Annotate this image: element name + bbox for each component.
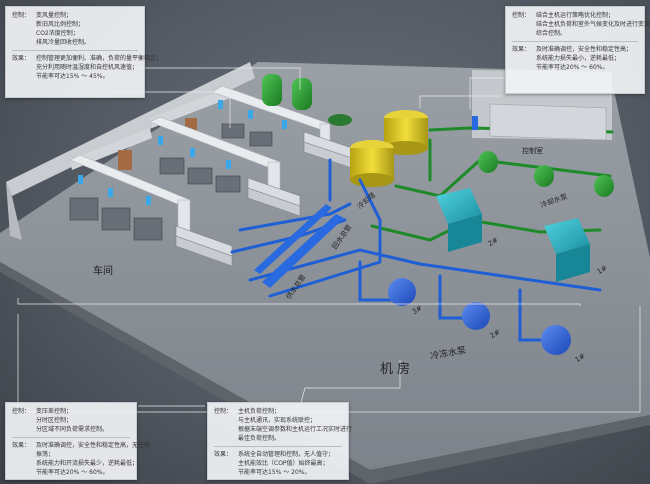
cooling-water-pumps xyxy=(328,114,614,197)
cooling-towers xyxy=(350,110,428,187)
note-line: 节能率可达15% ～ 20%。 xyxy=(238,469,311,476)
note-line: 分时区控制； xyxy=(36,417,73,424)
left-wall xyxy=(6,182,22,240)
chillers xyxy=(436,188,590,282)
note-air-system: 控制： 变风量控制； 新旧风比例控制； CO2浓度控制； 排风冷量回收控制。 效果… xyxy=(5,6,162,98)
air-diffusers xyxy=(78,100,287,205)
note-line: 变压差控制； xyxy=(36,408,73,415)
note-line: 新旧风比例控制； xyxy=(36,21,85,28)
main-headers xyxy=(254,204,344,288)
note-line: 振荡； xyxy=(36,451,55,458)
partition-wall xyxy=(150,88,230,128)
note-line: 结合主机运行策略优化控制； xyxy=(536,12,615,19)
note-line: 控制管理更加便利、准确，负荷的量平衡稳定； xyxy=(36,55,163,62)
note-cooling-system: 控制： 结合主机运行策略优化控制； 结合主机负荷和室外气候变化及时进行变流量等 综… xyxy=(505,6,650,94)
note-line: 变风量控制； xyxy=(36,12,73,19)
note-chiller-control: 控制： 主机负荷控制； 与主机通讯，实现系统联控； 根据末端空调参数和主机运行工况… xyxy=(207,402,353,480)
note-line: 节能率可达20% ～ 60%。 xyxy=(536,64,609,71)
label-control-room: 控制室 xyxy=(522,147,543,155)
note-key: 控制： xyxy=(512,12,531,19)
label-machine-room: 机房 xyxy=(380,362,415,377)
note-line: 主机能效比（COP值）始终最高； xyxy=(238,460,329,467)
control-room xyxy=(472,103,607,141)
note-line: 结合主机负荷和室外气候变化及时进行变流量等 xyxy=(536,21,650,28)
back-wall xyxy=(6,62,255,196)
note-line: 节能率可达15% ～ 45%。 xyxy=(36,73,109,80)
note-chilled-water-system: 控制： 变压差控制； 分时区控制； 分区域不同负荷需求控制。 效果： 及时准确调控，… xyxy=(5,402,150,480)
note-key: 控制： xyxy=(12,12,31,19)
note-line: 充分利用随时温湿度和自控机风速值； xyxy=(36,64,139,71)
note-key: 效果： xyxy=(214,451,233,458)
note-key: 效果： xyxy=(512,46,531,53)
note-line: 根据末端空调参数和主机运行工况实时进行 xyxy=(238,426,353,433)
note-line: 综合控制。 xyxy=(536,30,567,37)
note-key: 效果： xyxy=(12,442,31,449)
note-line: 系统全自动管理和控制，无人值守； xyxy=(238,451,335,458)
label-workshop: 车间 xyxy=(93,266,113,277)
note-line: CO2浓度控制； xyxy=(36,30,79,37)
note-line: 与主机通讯，实现系统联控； xyxy=(238,417,317,424)
note-key: 控制： xyxy=(214,408,233,415)
note-line: 最佳负荷控制。 xyxy=(238,435,281,442)
water-tanks xyxy=(262,74,312,110)
note-line: 及时准确调控，安全性和稳定性高； xyxy=(536,46,633,53)
note-line: 排风冷量回收控制。 xyxy=(36,39,91,46)
note-line: 分区域不同负荷需求控制。 xyxy=(36,426,109,433)
note-line: 主机负荷控制； xyxy=(238,408,281,415)
note-line: 节能率可达20% ～ 60%。 xyxy=(36,469,109,476)
note-line: 系统能力损失最小，逆耗最低； xyxy=(536,55,621,62)
note-line: 系统能力和开流损失最少，逆耗最低； xyxy=(36,460,139,467)
chilled-water-pumps xyxy=(388,278,571,355)
note-line: 及时准确调控，安全性和稳定性高，无任何 xyxy=(36,442,151,449)
note-key: 控制： xyxy=(12,408,31,415)
door xyxy=(118,150,132,170)
workshop-machines xyxy=(69,123,273,241)
note-key: 效果： xyxy=(12,55,31,62)
